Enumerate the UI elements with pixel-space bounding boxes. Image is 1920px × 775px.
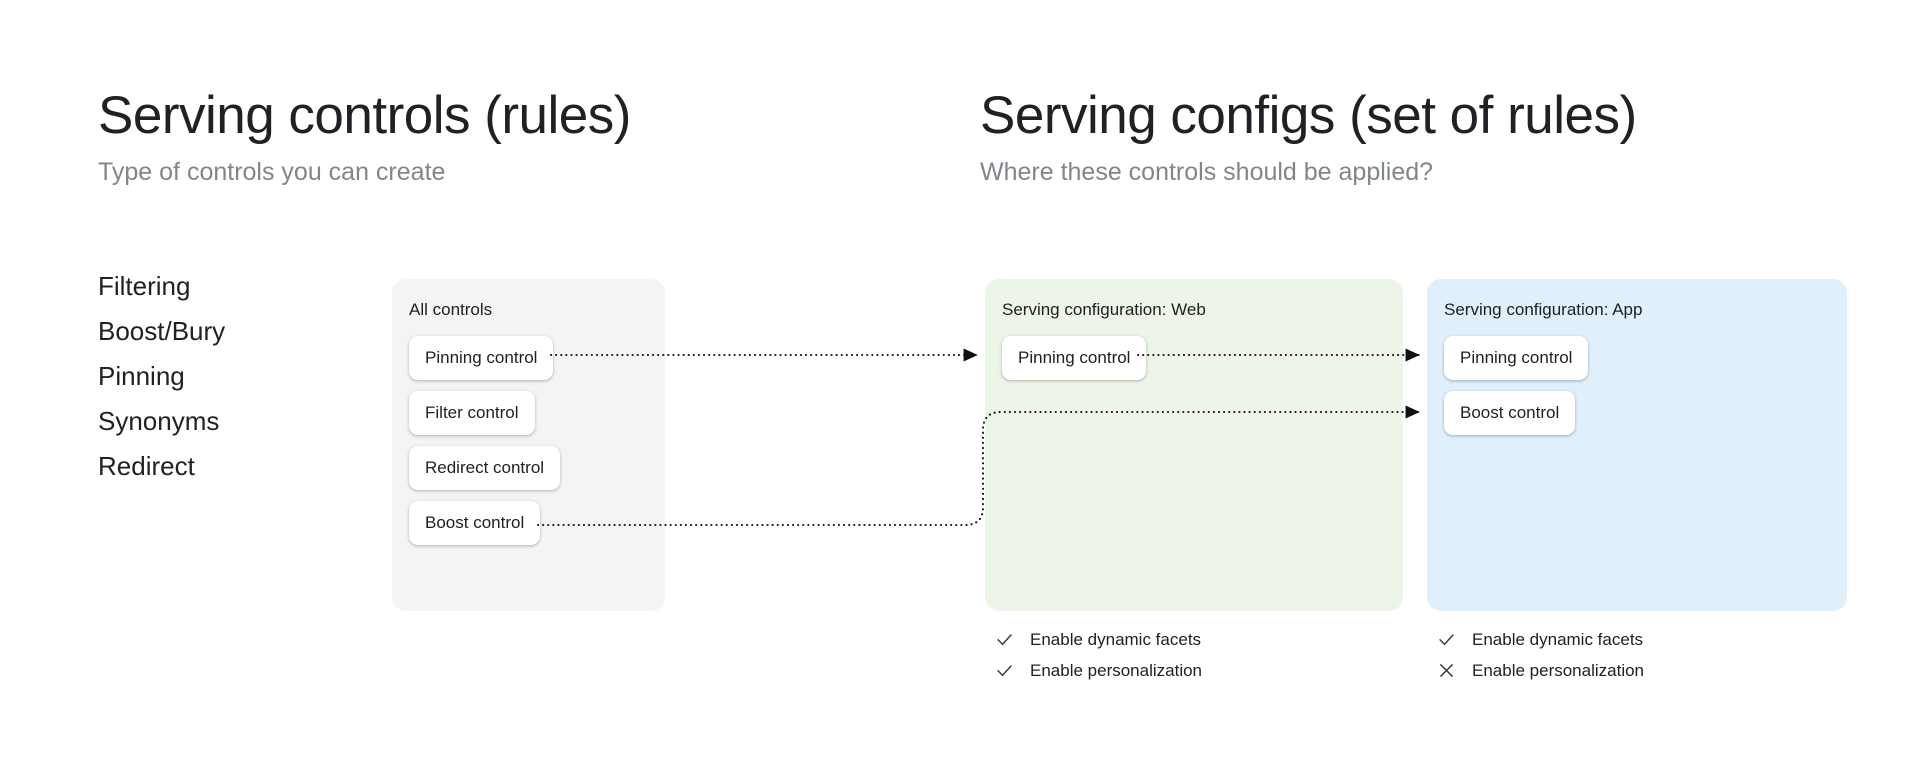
- control-type-synonyms: Synonyms: [98, 405, 220, 436]
- panel-serving-config-app: Serving configuration: App Pinning contr…: [1427, 279, 1847, 611]
- control-type-redirect: Redirect: [98, 450, 195, 481]
- control-type-boost-bury: Boost/Bury: [98, 315, 226, 346]
- control-types-list: Filtering Boost/Bury Pinning Synonyms Re…: [98, 268, 225, 485]
- chip-pinning-control[interactable]: Pinning control: [409, 336, 554, 380]
- check-icon: [997, 633, 1012, 645]
- chip-filter-control[interactable]: Filter control: [409, 391, 535, 435]
- setting-label: Enable dynamic facets: [1472, 629, 1644, 649]
- check-icon: [997, 664, 1012, 676]
- chip-list-web: Pinning control: [1002, 336, 1403, 380]
- setting-row-enable-personalization[interactable]: Enable personalization: [995, 659, 1202, 681]
- left-column-header: Serving controls (rules) Type of control…: [98, 88, 631, 187]
- setting-label: Enable personalization: [1472, 660, 1645, 680]
- control-type-filtering: Filtering: [98, 271, 191, 301]
- panel-title-serving-config-web: Serving configuration: Web: [1002, 300, 1206, 319]
- control-type-pinning: Pinning: [98, 360, 185, 391]
- panel-title-serving-config-app: Serving configuration: App: [1444, 300, 1643, 319]
- chip-redirect-control[interactable]: Redirect control: [409, 446, 561, 490]
- chip-boost-control[interactable]: Boost control: [409, 501, 541, 545]
- setting-label: Enable dynamic facets: [1030, 629, 1202, 649]
- setting-label: Enable personalization: [1030, 660, 1203, 680]
- page-title-left: Serving controls (rules): [98, 86, 631, 145]
- cross-icon: [1439, 663, 1454, 677]
- chip-pinning-control[interactable]: Pinning control: [1002, 336, 1147, 380]
- check-icon: [1439, 633, 1454, 645]
- page-subtitle-left: Type of controls you can create: [98, 157, 446, 186]
- panel-serving-config-web: Serving configuration: Web Pinning contr…: [985, 279, 1403, 611]
- setting-row-enable-dynamic-facets[interactable]: Enable dynamic facets: [1437, 628, 1644, 650]
- chip-boost-control[interactable]: Boost control: [1444, 391, 1576, 435]
- page-subtitle-right: Where these controls should be applied?: [980, 157, 1434, 186]
- panel-title-all-controls: All controls: [409, 300, 493, 319]
- chip-list-all-controls: Pinning control Filter control Redirect …: [409, 336, 665, 545]
- right-column-header: Serving configs (set of rules) Where the…: [980, 88, 1637, 187]
- setting-row-enable-personalization[interactable]: Enable personalization: [1437, 659, 1644, 681]
- chip-pinning-control[interactable]: Pinning control: [1444, 336, 1589, 380]
- setting-row-enable-dynamic-facets[interactable]: Enable dynamic facets: [995, 628, 1202, 650]
- chip-list-app: Pinning control Boost control: [1444, 336, 1847, 435]
- settings-list-app: Enable dynamic facets Enable personaliza…: [1437, 628, 1644, 681]
- page-title-right: Serving configs (set of rules): [980, 86, 1637, 145]
- panel-all-controls: All controls Pinning control Filter cont…: [392, 279, 665, 611]
- settings-list-web: Enable dynamic facets Enable personaliza…: [995, 628, 1202, 681]
